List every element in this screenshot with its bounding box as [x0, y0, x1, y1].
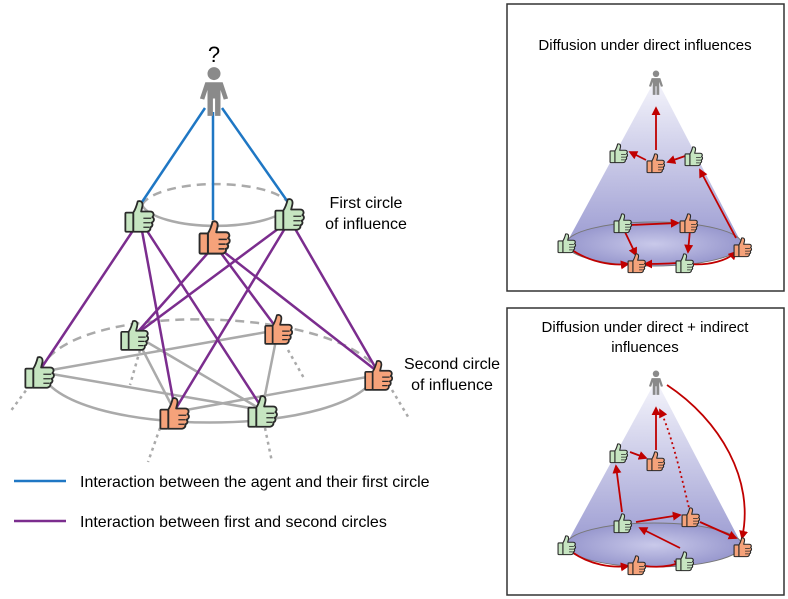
panel-indirect: Diffusion under direct + indirect influe… — [506, 307, 785, 596]
outer-dotted-links — [8, 349, 412, 463]
panel-indirect-title-line1: Diffusion under direct + indirect — [542, 319, 750, 336]
second-circle-back — [38, 318, 380, 371]
panel-indirect-title-line2: influences — [611, 339, 679, 356]
thumbs-up-icon — [247, 395, 278, 428]
thumbs-up-icon — [274, 198, 305, 231]
second-circle-front — [38, 369, 380, 424]
question-mark: ? — [208, 42, 220, 67]
first-circle-label-line1: First circle — [330, 195, 403, 212]
first-circle-label-line2: of influence — [325, 216, 407, 233]
first-circle-back — [140, 182, 292, 206]
panel-direct-title: Diffusion under direct influences — [538, 37, 751, 54]
second-circle-label-line1: Second circle — [404, 356, 500, 373]
agent-first-links — [138, 107, 292, 220]
first-second-links — [38, 218, 380, 411]
legend-item-agent-first: Interaction between the agent and their … — [80, 474, 430, 491]
thumbs-up-icon — [24, 356, 55, 389]
second-circle-label-line2: of influence — [411, 377, 493, 394]
thumbs-up-icon — [159, 397, 190, 430]
thumbs-up-icon — [124, 200, 155, 233]
legend-item-first-second: Interaction between first and second cir… — [80, 514, 387, 531]
network-diagram: ? First circle of influence Second circl… — [8, 42, 500, 463]
second-circle-links — [39, 328, 379, 414]
indirect-arrows — [571, 384, 748, 572]
legend: Interaction between the agent and their … — [14, 474, 430, 531]
panel-direct: Diffusion under direct influences — [506, 3, 785, 292]
